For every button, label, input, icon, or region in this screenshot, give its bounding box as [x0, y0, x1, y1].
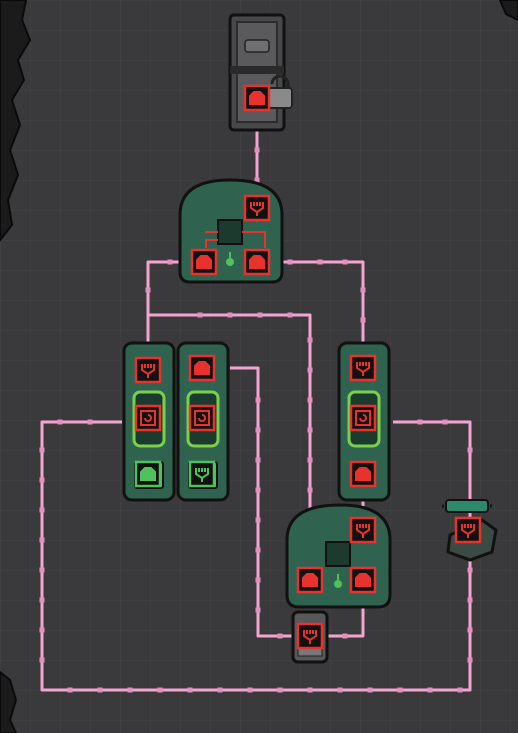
active-port-icon[interactable] — [134, 460, 162, 488]
wire-joint — [317, 259, 323, 265]
inactive-port-icon[interactable] — [134, 356, 162, 384]
wire-joint — [307, 487, 313, 493]
wire-joint — [287, 259, 293, 265]
rock-edge-right-top — [498, 0, 518, 22]
wire-joint — [67, 687, 73, 693]
wire-joint — [360, 287, 366, 293]
wire-joint — [255, 607, 261, 613]
wire-joint — [39, 447, 45, 453]
wire-joint — [254, 177, 260, 183]
wire-joint — [307, 687, 313, 693]
wire-joint — [457, 687, 463, 693]
inactive-port-icon[interactable] — [349, 460, 377, 488]
wire-joint — [255, 397, 261, 403]
wire-joint — [187, 687, 193, 693]
inactive-port-icon[interactable] — [296, 622, 324, 650]
wire-joint — [467, 657, 473, 663]
wire-joint — [442, 419, 448, 425]
wire-joint — [342, 633, 348, 639]
wire-joint — [467, 597, 473, 603]
locked-door[interactable] — [228, 13, 293, 132]
wire-joint — [39, 657, 45, 663]
inactive-port-icon[interactable] — [243, 194, 271, 222]
wire-joint — [145, 287, 151, 293]
inactive-port-icon[interactable] — [243, 84, 271, 112]
wire-joint — [167, 259, 173, 265]
wire-joint — [307, 427, 313, 433]
wire-joints — [39, 117, 473, 693]
wire-joint — [255, 577, 261, 583]
wire-joint — [255, 517, 261, 523]
inactive-port-icon[interactable] — [349, 404, 377, 432]
wire-joint — [467, 447, 473, 453]
wire-joint — [307, 457, 313, 463]
inactive-port-icon[interactable] — [243, 248, 271, 276]
rock-edge-left-top — [0, 0, 32, 242]
wire-joint — [255, 547, 261, 553]
wire-joint — [157, 687, 163, 693]
wire-joint — [467, 627, 473, 633]
wire-joint — [287, 312, 293, 318]
inactive-port-icon[interactable] — [188, 354, 216, 382]
inactive-port-icon[interactable] — [188, 404, 216, 432]
wire-joint — [255, 457, 261, 463]
wire-joint — [57, 419, 63, 425]
wire-joint — [342, 259, 348, 265]
wire-joint — [467, 567, 473, 573]
wire-joint — [367, 687, 373, 693]
wire-joint — [227, 312, 233, 318]
wire-joint — [39, 477, 45, 483]
inactive-port-icon[interactable] — [349, 354, 377, 382]
wire-joint — [39, 567, 45, 573]
wire-joint — [337, 687, 343, 693]
inactive-port-icon[interactable] — [349, 516, 377, 544]
wire-left-outer-loop[interactable] — [40, 420, 472, 692]
active-port-icon[interactable] — [188, 460, 216, 488]
wire-joint — [127, 687, 133, 693]
inactive-port-icon[interactable] — [134, 404, 162, 432]
wire-joint — [217, 687, 223, 693]
wire-joint — [307, 337, 313, 343]
wire-joint — [255, 427, 261, 433]
inactive-port-icon[interactable] — [296, 566, 324, 594]
rock-edge-left-bottom — [0, 670, 18, 733]
inactive-port-icon[interactable] — [190, 248, 218, 276]
wire-joint — [197, 312, 203, 318]
wire-joint — [254, 147, 260, 153]
wire-joint — [257, 312, 263, 318]
wire-joint — [39, 507, 45, 513]
wire-joint — [277, 633, 283, 639]
wire-joint — [247, 687, 253, 693]
wire-joint — [97, 687, 103, 693]
wire-joint — [255, 487, 261, 493]
wire-joint — [87, 419, 93, 425]
automation-ports — [134, 84, 482, 650]
wire-joint — [277, 687, 283, 693]
wire-joint — [39, 627, 45, 633]
wire-joint — [427, 687, 433, 693]
wire-joint — [307, 397, 313, 403]
inactive-port-icon[interactable] — [349, 566, 377, 594]
wire-joint — [397, 687, 403, 693]
wire-joint — [39, 537, 45, 543]
wire-joint — [307, 367, 313, 373]
inactive-port-icon[interactable] — [454, 516, 482, 544]
wire-joint — [417, 419, 423, 425]
wire-joint — [39, 597, 45, 603]
wire-joint — [360, 317, 366, 323]
